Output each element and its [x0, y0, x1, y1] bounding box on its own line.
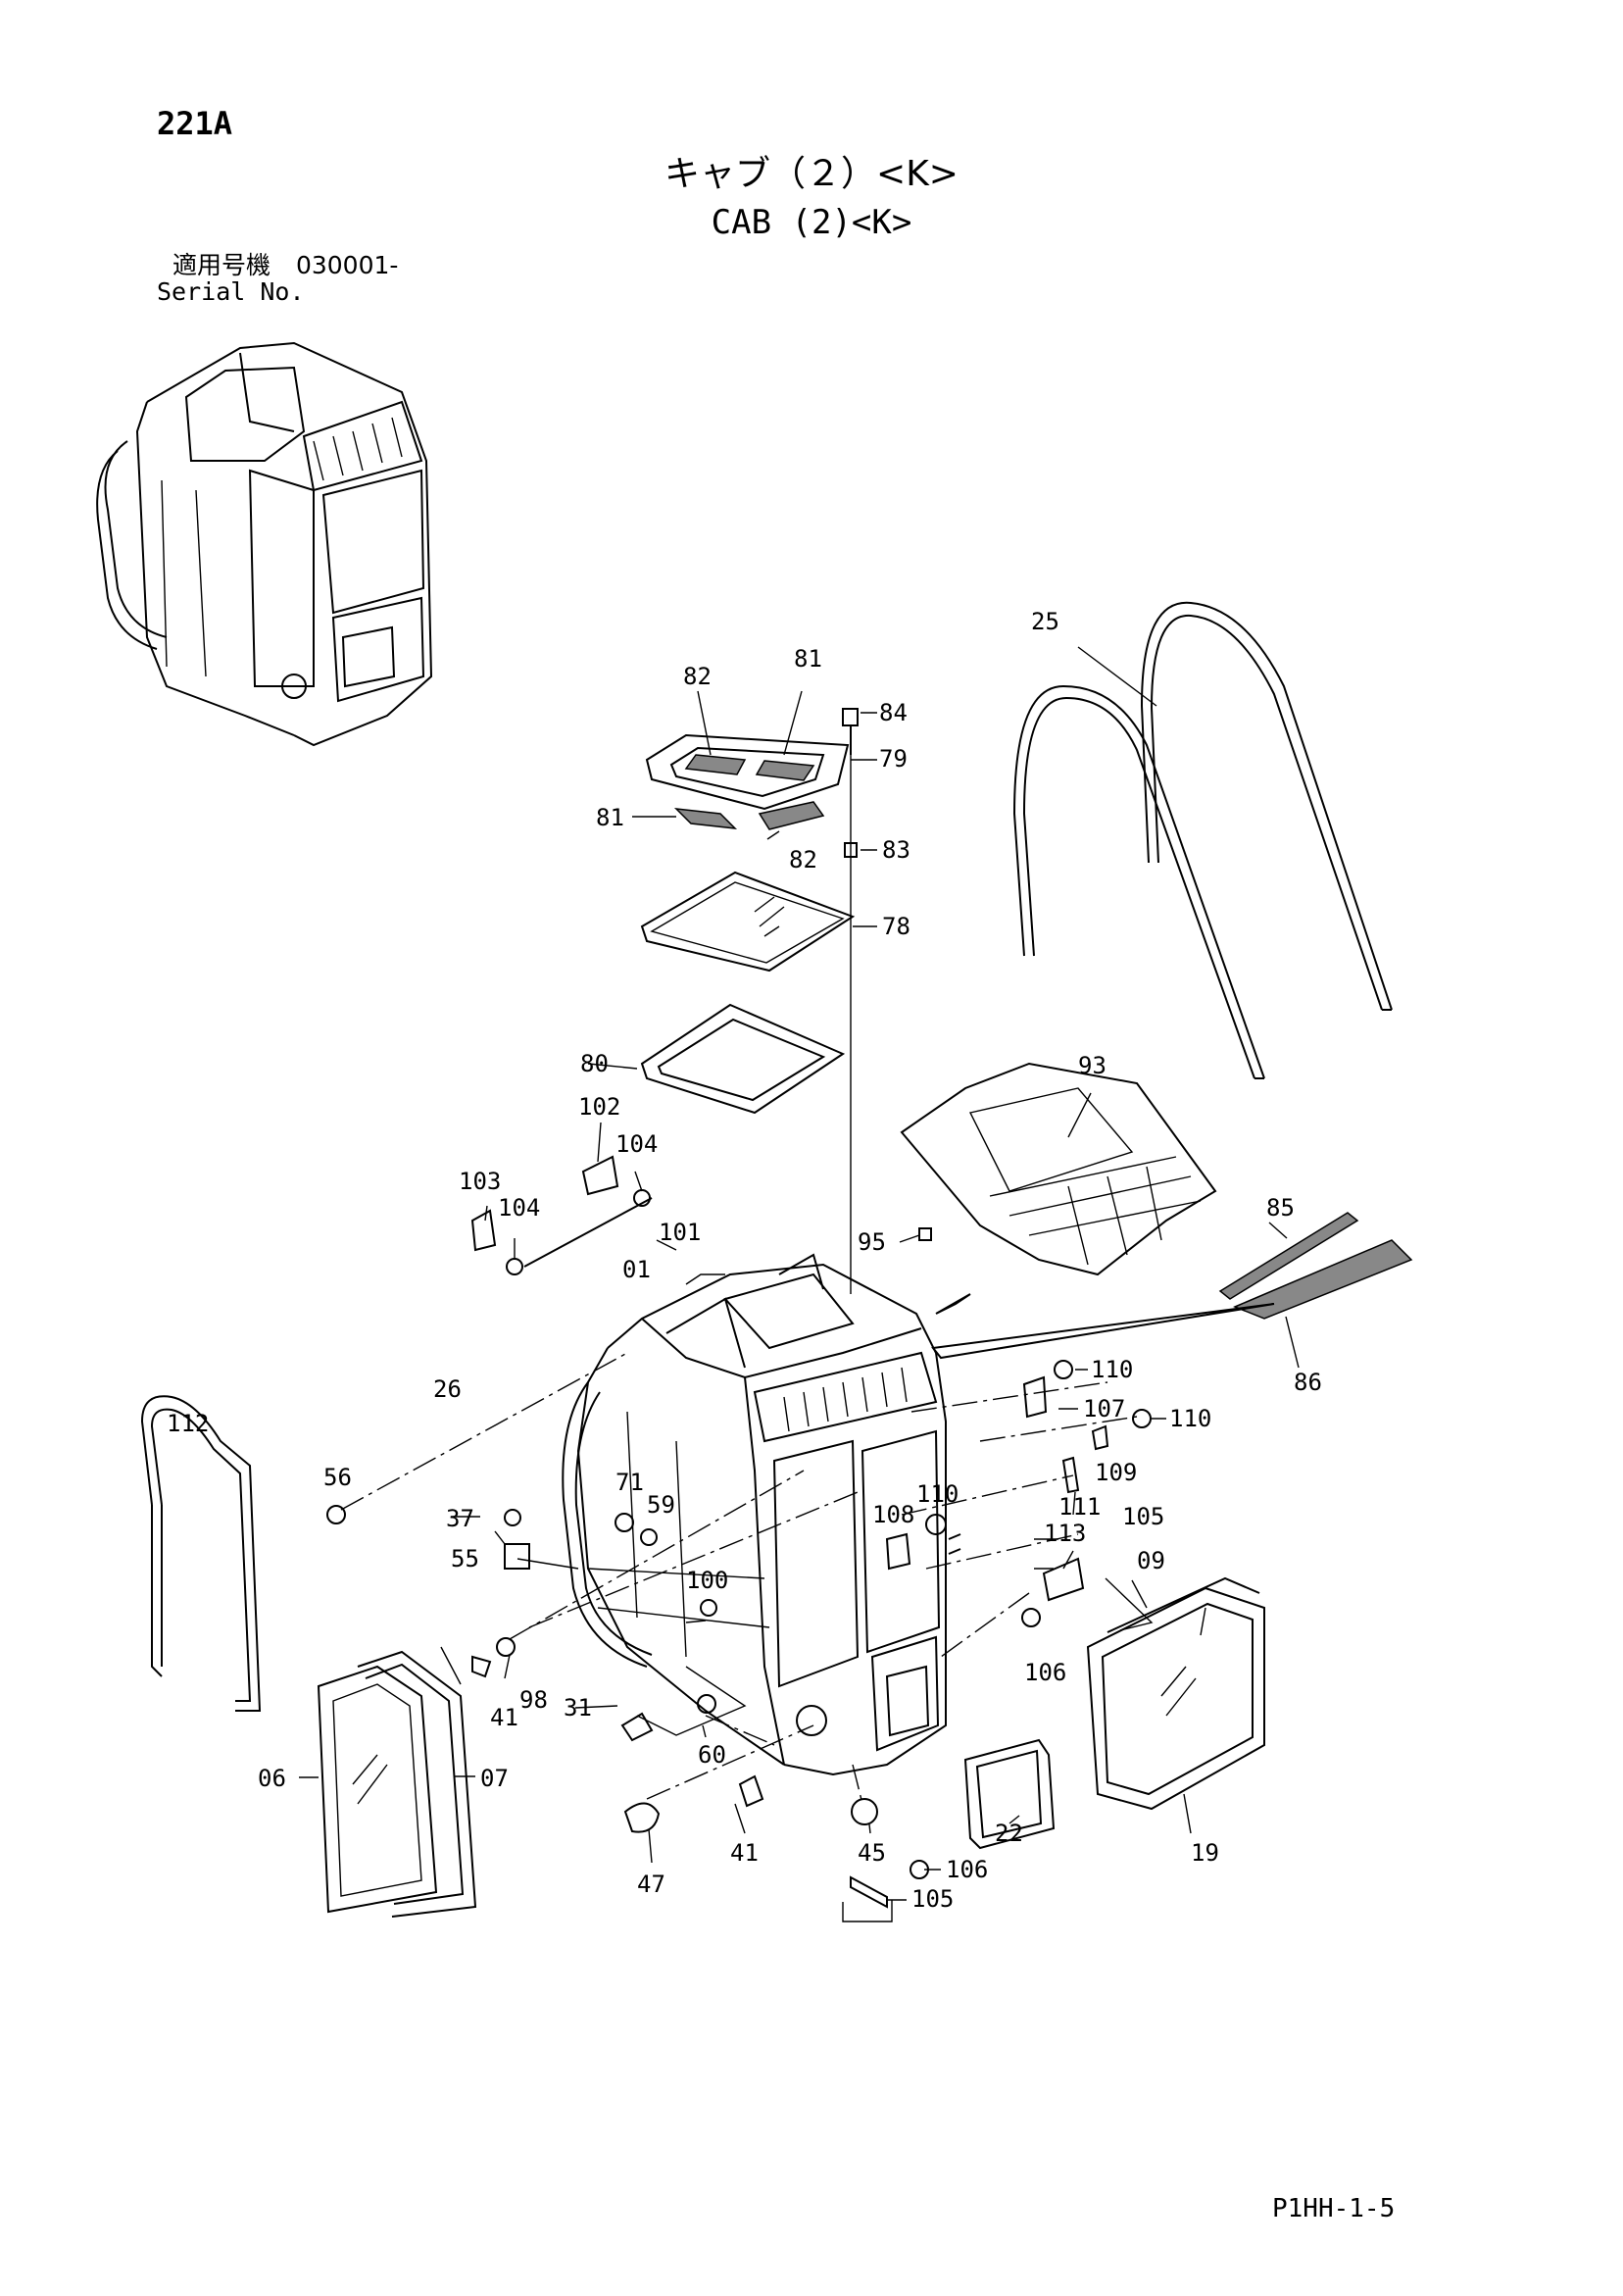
callout-86: 86	[1294, 1369, 1322, 1396]
callout-78: 78	[882, 913, 910, 940]
callout-113: 113	[1044, 1520, 1086, 1547]
callout-110: 110	[1169, 1405, 1211, 1432]
callout-41: 41	[490, 1704, 518, 1731]
part-85-86-strips	[1218, 1212, 1413, 1320]
small-hardware-parts	[326, 1360, 1152, 1909]
callout-79: 79	[879, 745, 908, 773]
callout-31: 31	[564, 1694, 592, 1722]
callout-105: 105	[1122, 1503, 1164, 1530]
serial-number-value: 030001-	[295, 251, 399, 279]
leader-lines	[299, 646, 1300, 1922]
part-102-103-brackets	[470, 1155, 932, 1275]
callout-45: 45	[858, 1839, 886, 1867]
part-06-07-side-glass	[317, 1650, 477, 1918]
callout-19: 19	[1191, 1839, 1219, 1867]
callout-104: 104	[615, 1130, 658, 1158]
callout-47: 47	[637, 1871, 665, 1898]
callout-60: 60	[698, 1741, 726, 1769]
serial-label-english: Serial No.	[157, 277, 305, 306]
serial-label-ja-text: 適用号機	[172, 251, 271, 279]
callout-95: 95	[858, 1228, 886, 1256]
callout-108: 108	[872, 1501, 914, 1528]
callout-111: 111	[1058, 1493, 1101, 1521]
callout-81: 81	[596, 804, 624, 831]
callout-26: 26	[433, 1375, 462, 1403]
callout-80: 80	[580, 1050, 609, 1077]
callout-82: 82	[789, 846, 817, 873]
page-title-japanese: キャブ（２）<K>	[664, 154, 959, 194]
callout-101: 101	[659, 1219, 701, 1246]
callout-41: 41	[730, 1839, 759, 1867]
part-22-seal	[963, 1738, 1056, 1850]
callout-112: 112	[167, 1410, 209, 1437]
callout-93: 93	[1078, 1052, 1107, 1079]
callout-100: 100	[686, 1567, 728, 1594]
callout-59: 59	[647, 1491, 675, 1519]
callout-07: 07	[480, 1765, 509, 1792]
page-code: 221A	[157, 105, 233, 142]
callout-22: 22	[995, 1820, 1023, 1847]
part-25-door-seals	[1012, 601, 1393, 1079]
callout-110: 110	[1091, 1356, 1133, 1383]
part-79-hatch-frame	[645, 733, 850, 811]
part-80-roof-seal	[640, 1003, 846, 1115]
page-title-english: CAB (2)<K>	[711, 203, 912, 242]
serial-label-japanese: 適用号機 030001-	[172, 253, 398, 277]
callout-83: 83	[882, 836, 910, 864]
callout-103: 103	[459, 1168, 501, 1195]
callout-110: 110	[916, 1480, 959, 1508]
callout-85: 85	[1266, 1194, 1295, 1222]
callout-37: 37	[446, 1505, 474, 1532]
callout-25: 25	[1031, 608, 1059, 635]
document-code: P1HH-1-5	[1272, 2194, 1396, 2223]
callout-71: 71	[615, 1469, 644, 1496]
callout-55: 55	[451, 1545, 479, 1572]
part-09-19-rear-glass	[1086, 1576, 1265, 1811]
part-81-82-seal-strips	[673, 801, 825, 830]
part-78-roof-glass	[640, 871, 856, 973]
part-93-roof-panel	[900, 1062, 1217, 1276]
part-112-seal	[140, 1395, 262, 1712]
callout-56: 56	[323, 1464, 352, 1491]
cab-overview-illustration	[96, 341, 433, 747]
callout-104: 104	[498, 1194, 540, 1222]
callout-106: 106	[946, 1856, 988, 1883]
callout-01: 01	[622, 1256, 651, 1283]
callout-105: 105	[911, 1885, 954, 1913]
callout-98: 98	[519, 1686, 548, 1714]
callout-107: 107	[1083, 1395, 1125, 1423]
callout-09: 09	[1137, 1547, 1165, 1574]
callout-84: 84	[879, 699, 908, 726]
callout-81: 81	[794, 645, 822, 673]
callout-labels: 25 82 81 84 79 81 82 83 78 80 93 102 104…	[167, 608, 1322, 1913]
callout-106: 106	[1024, 1659, 1066, 1686]
callout-06: 06	[258, 1765, 286, 1792]
callout-109: 109	[1095, 1459, 1137, 1486]
part-84-83-hardware	[842, 708, 859, 1294]
callout-102: 102	[578, 1093, 620, 1121]
callout-82: 82	[683, 663, 712, 690]
